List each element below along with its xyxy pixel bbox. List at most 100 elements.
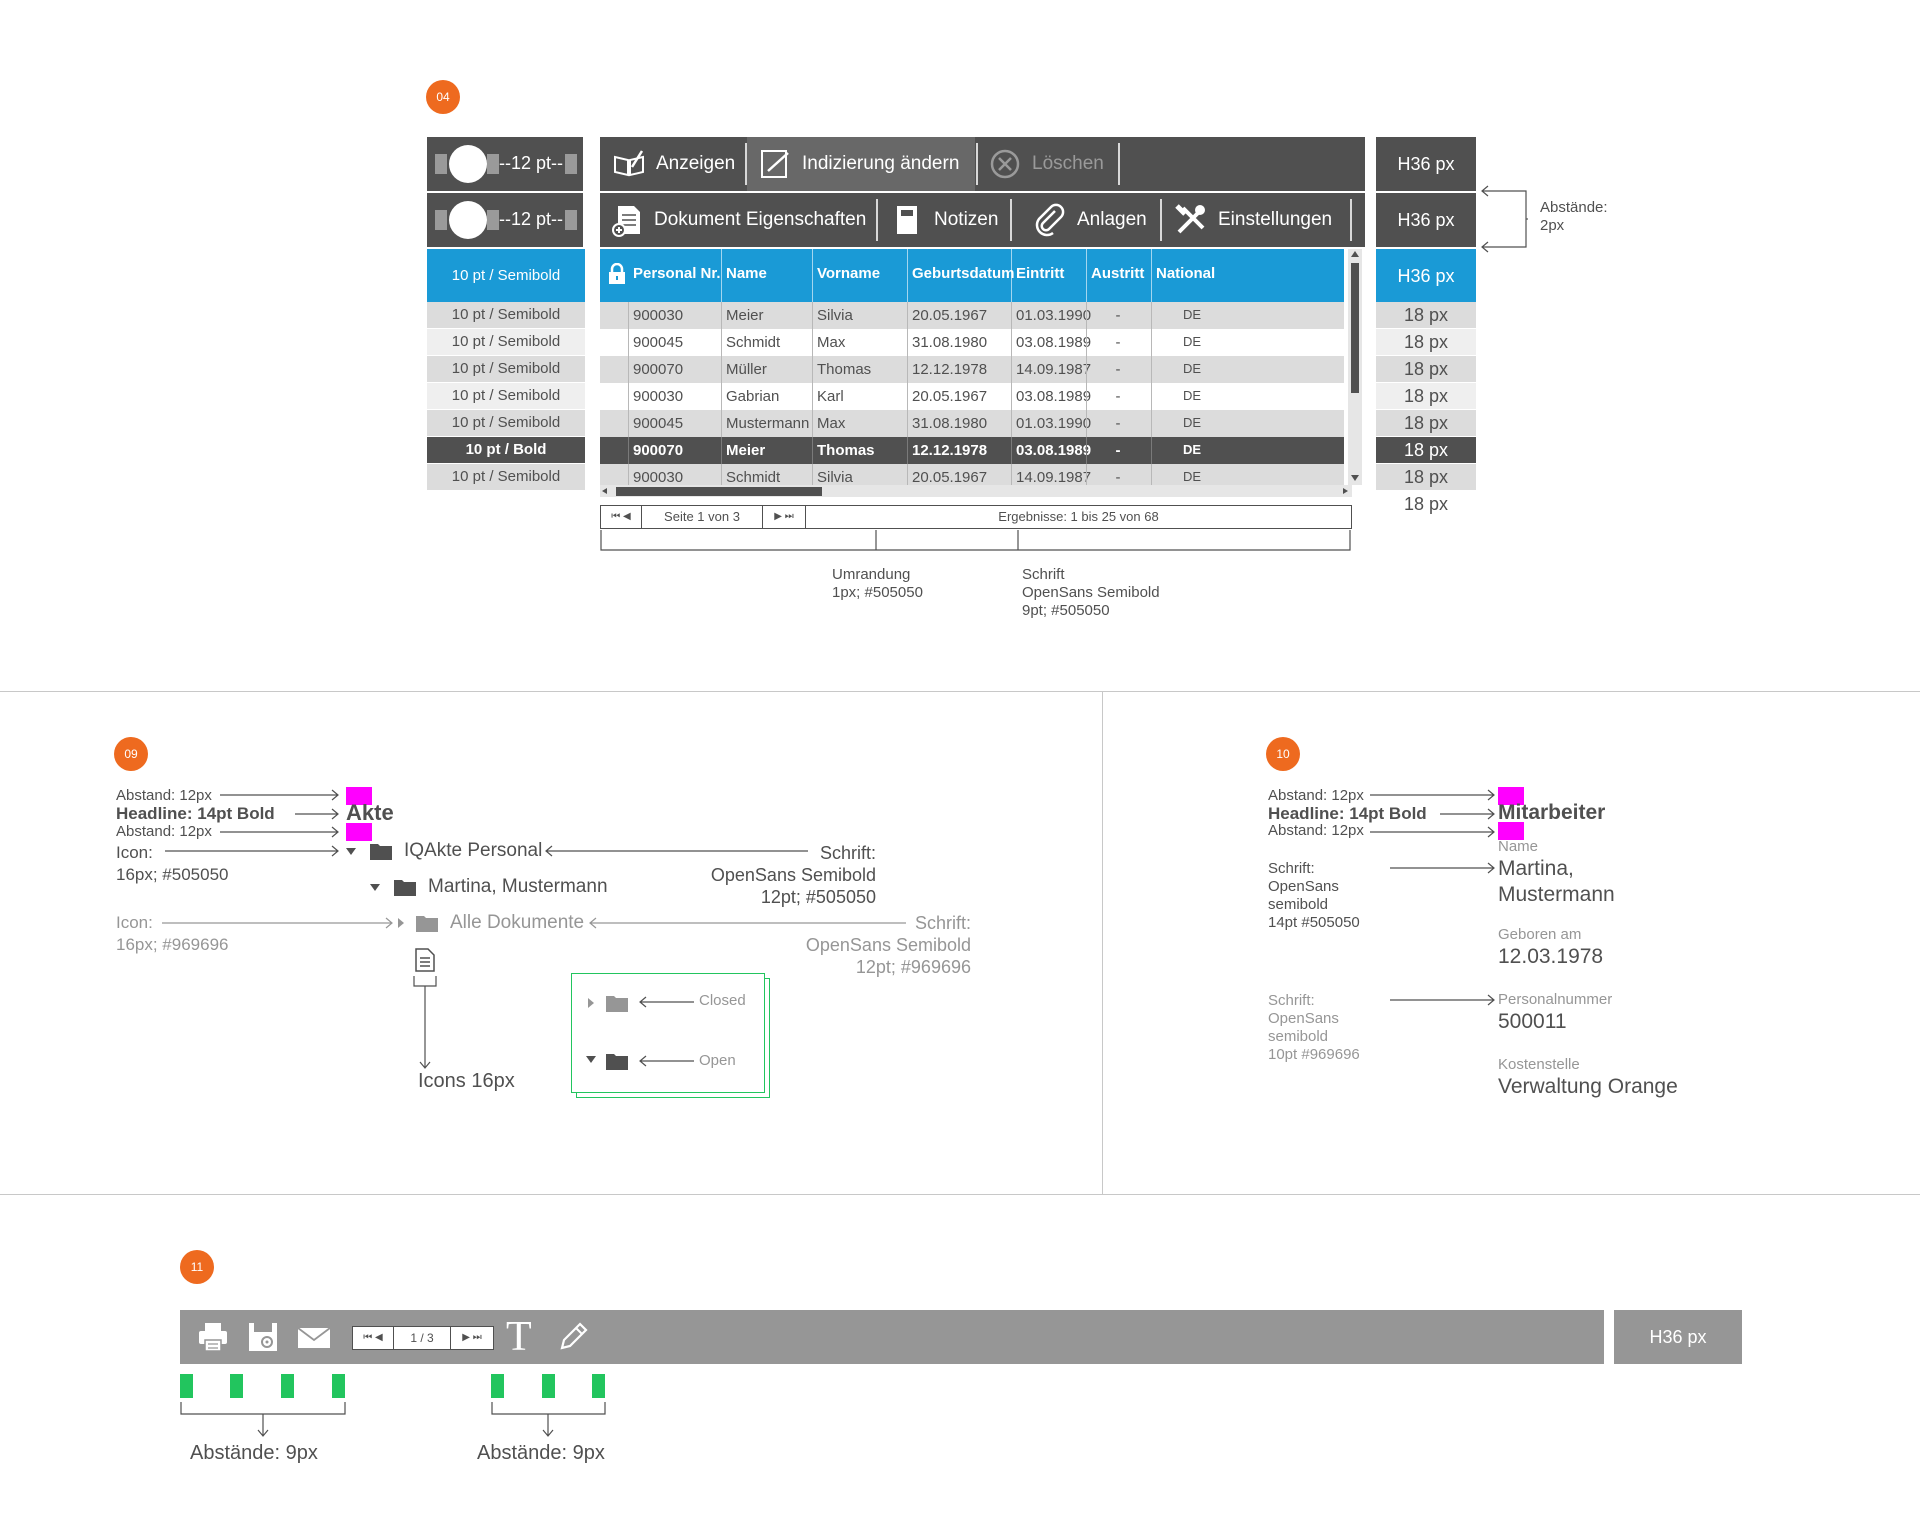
- dokument-label: Dokument Eigenschaften: [654, 209, 867, 230]
- anzeigen-button[interactable]: Anzeigen: [612, 137, 735, 191]
- table-cell: 01.03.1990: [1016, 307, 1092, 324]
- column-divider: [907, 356, 908, 383]
- save-disk-icon[interactable]: [246, 1320, 280, 1354]
- loeschen-label: Löschen: [1032, 153, 1104, 174]
- table-cell: -: [1115, 388, 1121, 405]
- vertical-scrollbar[interactable]: [1348, 249, 1362, 485]
- annotation-arrows-09: [162, 789, 906, 929]
- pager-page-info: Seite 1 von 3: [642, 506, 763, 528]
- icon-label-line: Icon:: [116, 843, 153, 862]
- pager-next-last-button[interactable]: ▶ ⏭: [763, 506, 806, 528]
- einstellungen-label: Einstellungen: [1218, 209, 1333, 230]
- pager-first-prev-button[interactable]: ⏮ ◀: [601, 506, 642, 528]
- loeschen-button[interactable]: Löschen: [988, 137, 1104, 191]
- table-cell: 900070: [633, 361, 684, 378]
- column-divider: [1011, 249, 1012, 302]
- document-add-icon: [612, 206, 640, 237]
- pager-bracket: [600, 530, 1351, 551]
- vertical-scroll-thumb[interactable]: [1351, 263, 1359, 393]
- table-column-header[interactable]: National: [1156, 265, 1216, 282]
- dokument-eigenschaften-button[interactable]: Dokument Eigenschaften: [610, 193, 866, 247]
- field-value-kostenstelle: Verwaltung Orange: [1498, 1075, 1678, 1098]
- column-divider: [721, 437, 722, 464]
- paperclip-icon: [1035, 203, 1065, 237]
- height-label: H36 px: [1376, 137, 1476, 191]
- note-line: 1px; #505050: [832, 584, 923, 601]
- horizontal-scroll-thumb[interactable]: [616, 487, 822, 496]
- table-column-header[interactable]: Personal Nr.: [633, 265, 721, 282]
- table-cell: Karl: [817, 388, 844, 405]
- table-cell: 900045: [633, 334, 684, 351]
- table-column-header[interactable]: Austritt: [1091, 265, 1145, 282]
- row-label: 10 pt / Semibold: [427, 302, 585, 328]
- table-cell: Silvia: [817, 307, 853, 324]
- document-icon: [415, 948, 435, 972]
- horizontal-scrollbar[interactable]: [600, 485, 1352, 497]
- pager-results: Ergebnisse: 1 bis 25 von 68: [998, 509, 1159, 524]
- font-label-2: Schrift: OpenSans semibold 10pt #969696: [1268, 992, 1360, 1064]
- notizen-label: Notizen: [934, 209, 999, 230]
- detail-headline: Mitarbeiter: [1498, 801, 1606, 824]
- column-divider: [1086, 410, 1087, 437]
- column-divider: [1011, 302, 1012, 329]
- font-label-line: 12pt; #969696: [855, 957, 971, 977]
- legend-open-label: Open: [699, 1052, 736, 1069]
- scale-circle: [449, 201, 487, 239]
- column-divider: [907, 383, 908, 410]
- folder-icon: [394, 880, 416, 896]
- table-column-header[interactable]: Geburtsdatum: [912, 265, 1015, 282]
- spacing-marker-green: [180, 1374, 193, 1398]
- scroll-down-arrow[interactable]: [1351, 475, 1359, 481]
- column-divider: [1086, 329, 1087, 356]
- scroll-right-arrow[interactable]: [1343, 488, 1348, 494]
- tree-item-iqakte[interactable]: IQAkte Personal: [346, 838, 542, 864]
- pencil-icon[interactable]: [556, 1320, 590, 1354]
- headline-label: Headline: 14pt Bold: [1268, 804, 1427, 823]
- tree-item-alle-dokumente[interactable]: Alle Dokumente: [398, 910, 584, 936]
- text-tool-icon[interactable]: T: [506, 1314, 532, 1360]
- table-cell: 20.05.1967: [912, 388, 988, 405]
- column-divider: [628, 329, 629, 356]
- column-divider: [812, 464, 813, 485]
- row-height-label: 18 px: [1376, 464, 1476, 490]
- abstand-label: Abstand: 12px: [116, 787, 212, 804]
- table-column-header[interactable]: Vorname: [817, 265, 881, 282]
- scroll-up-arrow[interactable]: [1351, 251, 1359, 257]
- note-line: Schrift: [1022, 566, 1065, 583]
- table-column-header[interactable]: Eintritt: [1016, 265, 1065, 282]
- table-cell: Thomas: [817, 442, 875, 459]
- anlagen-button[interactable]: Anlagen: [1033, 193, 1147, 247]
- column-divider: [721, 356, 722, 383]
- table-cell: 03.08.1989: [1016, 442, 1092, 459]
- table-column-header[interactable]: Name: [726, 265, 767, 282]
- table-cell: 900030: [633, 307, 684, 324]
- table-cell: DE: [1182, 442, 1201, 457]
- caret-right-icon: [398, 918, 404, 928]
- tree-item-martina[interactable]: Martina, Mustermann: [370, 874, 608, 900]
- folder-closed-icon: [606, 996, 628, 1012]
- einstellungen-button[interactable]: Einstellungen: [1174, 193, 1332, 247]
- table-cell: Gabrian: [726, 388, 780, 405]
- spacing-note-line: 2px: [1540, 217, 1565, 234]
- viewer-pager-prev-button[interactable]: ⏮ ◀: [353, 1327, 394, 1349]
- scale-marker: [435, 154, 447, 174]
- scroll-left-arrow[interactable]: [602, 488, 607, 494]
- mail-icon[interactable]: [296, 1320, 332, 1354]
- viewer-pager-next-button[interactable]: ▶ ⏭: [462, 1332, 482, 1343]
- notizen-button[interactable]: Notizen: [890, 193, 998, 247]
- table-cell: -: [1115, 334, 1121, 351]
- indizierung-button[interactable]: Indizierung ändern: [758, 137, 959, 191]
- printer-icon[interactable]: [196, 1320, 230, 1354]
- section-divider: [0, 691, 1920, 692]
- font-label-line: 10pt #969696: [1268, 1046, 1360, 1063]
- spacing-marker-green: [592, 1374, 605, 1398]
- column-divider: [812, 383, 813, 410]
- table-cell: Meier: [726, 307, 764, 324]
